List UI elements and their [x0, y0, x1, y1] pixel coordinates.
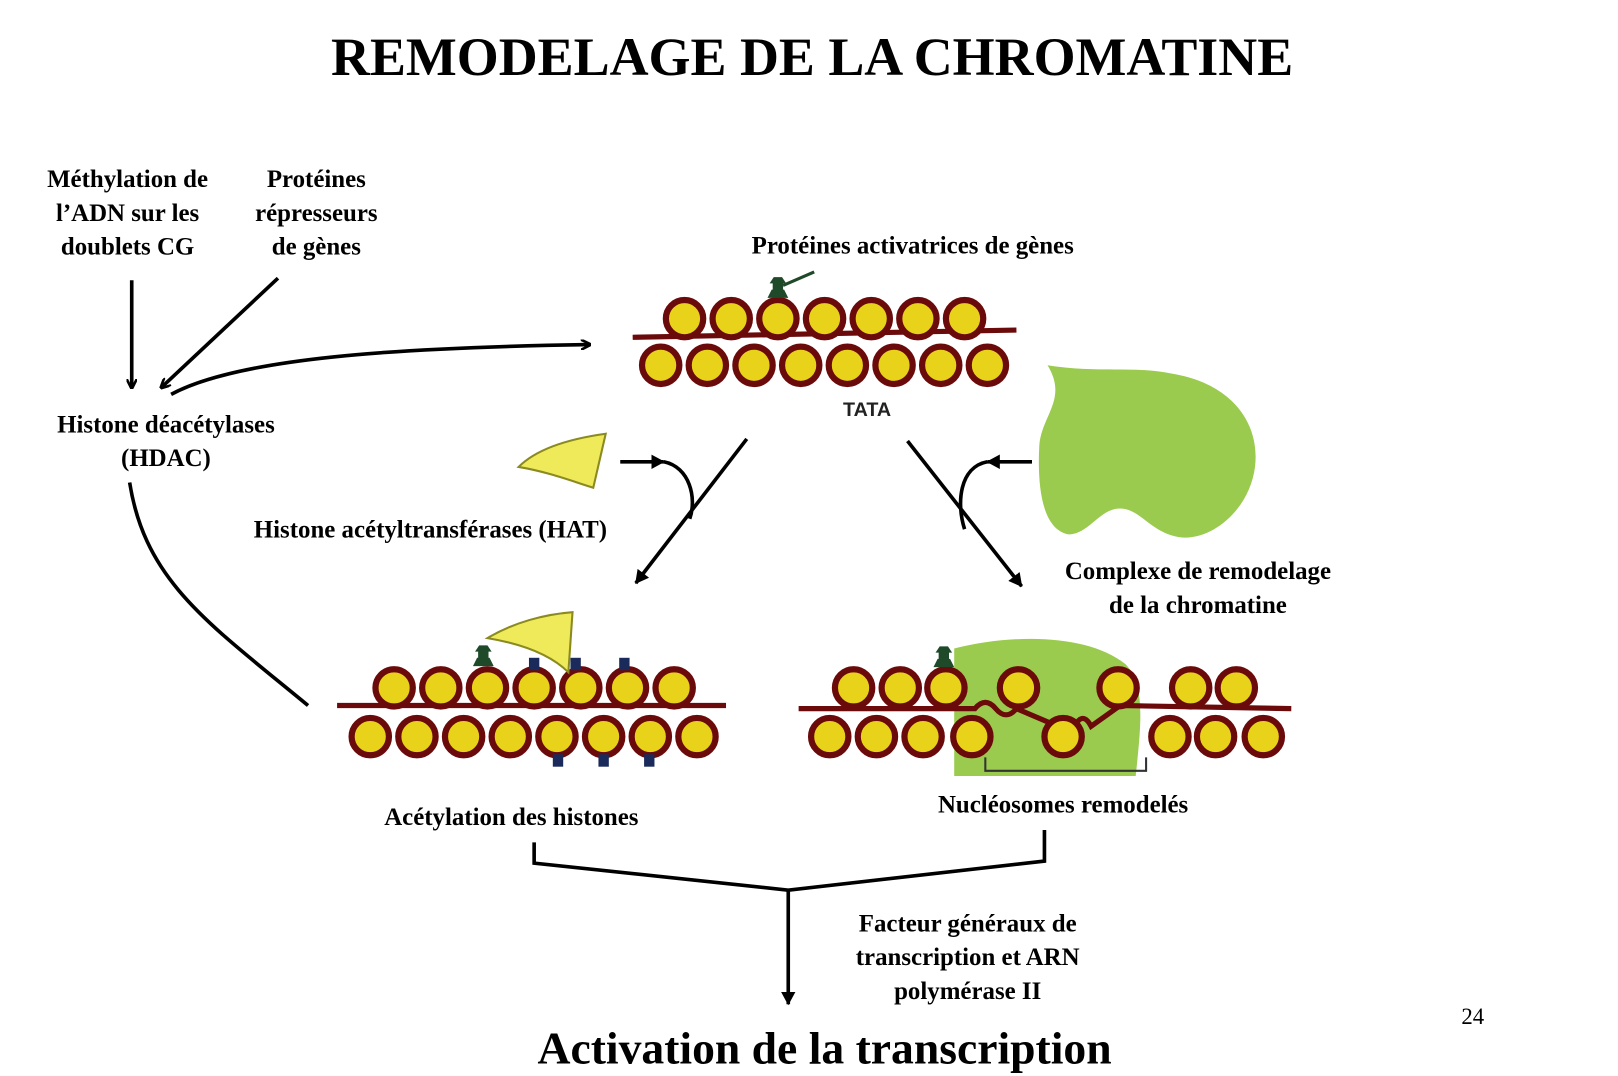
- condensed-chromatin: [632, 270, 1017, 388]
- acetyl-group: [598, 754, 609, 767]
- nucleosome: [849, 296, 894, 341]
- acetyl-group: [528, 657, 540, 671]
- nucleosome: [662, 296, 707, 341]
- nucleosome: [348, 714, 393, 759]
- tata-label: TATA: [843, 399, 891, 421]
- hdac-to-acetylation-line: [127, 482, 310, 707]
- methylation-line-3: doublets CG: [61, 233, 194, 260]
- nucleosome: [441, 714, 486, 759]
- nucleosome: [372, 666, 416, 710]
- nucleosome: [854, 714, 899, 759]
- factors-line-3: polymérase II: [894, 978, 1041, 1005]
- activator-tail: [782, 270, 815, 287]
- nucleosome: [709, 296, 753, 341]
- activator-protein: [767, 277, 789, 298]
- nucleosome: [395, 714, 439, 759]
- hdac-to-chromatin-arrow: [170, 345, 589, 396]
- hat-arrow-curve: [663, 459, 695, 520]
- hdac-label-line-1: Histone déacétylases: [57, 412, 275, 439]
- nucleosome: [685, 343, 730, 388]
- remodeling-complex-bound: [954, 638, 1141, 777]
- hat-enzyme-bound: [484, 611, 574, 675]
- convergence-bracket: [532, 829, 1047, 892]
- nucleosome: [996, 666, 1041, 710]
- nucleosome: [1041, 714, 1085, 759]
- page-title: REMODELAGE DE LA CHROMATINE: [331, 27, 1293, 87]
- nucleosome: [1214, 666, 1259, 710]
- repressors-line-1: Protéines: [267, 166, 366, 193]
- activator-protein: [933, 646, 955, 668]
- nucleosome: [559, 666, 603, 710]
- acetylation-pathway-arrow: [634, 437, 749, 585]
- nucleosome: [756, 296, 800, 341]
- nucleosome: [942, 296, 987, 341]
- hat-label: Histone acétyltransférases (HAT): [254, 516, 607, 543]
- complex-label-line-2: de la chromatine: [1109, 592, 1287, 619]
- nucleosome: [1096, 666, 1140, 710]
- nucleosome: [807, 714, 852, 759]
- nucleosome: [950, 714, 994, 759]
- hdac-label-line-2: (HDAC): [121, 445, 211, 472]
- nucleosome: [1241, 714, 1286, 759]
- nucleosome: [901, 714, 945, 759]
- methylation-line-2: l’ADN sur les: [56, 200, 200, 227]
- nucleosome: [825, 343, 870, 388]
- acetylation-label: Acétylation des histones: [384, 804, 639, 831]
- nucleosome: [638, 343, 683, 388]
- acetyl-group: [619, 657, 630, 671]
- nucleosome: [605, 666, 650, 710]
- methylation-label: Méthylation de l’ADN sur les doublets CG: [47, 166, 208, 260]
- acetyl-group: [570, 657, 581, 671]
- nucleosome: [1168, 666, 1213, 710]
- acetyl-group: [644, 754, 655, 767]
- nucleosome: [419, 666, 463, 710]
- nucleosome: [924, 666, 968, 710]
- nucleosome: [675, 714, 719, 759]
- nucleosome: [778, 343, 823, 388]
- nucleosome: [465, 666, 510, 710]
- remodeling-pathway-arrow: [906, 439, 1024, 588]
- hat-enzyme-shape: [516, 432, 608, 490]
- nucleosome: [1148, 714, 1192, 759]
- nucleosome: [581, 714, 626, 759]
- nucleosome: [512, 666, 556, 710]
- repressors-line-2: répresseurs: [255, 200, 378, 227]
- complex-arrow-curve: [958, 459, 988, 530]
- nucleosome: [802, 296, 847, 341]
- result-label: Activation de la transcription: [538, 1022, 1112, 1073]
- nucleosome: [1193, 714, 1238, 759]
- methylation-line-1: Méthylation de: [47, 166, 208, 193]
- remodeled-chromatin: [798, 646, 1292, 759]
- remodeling-complex-shape: [1038, 365, 1256, 538]
- page-number: 24: [1461, 1004, 1484, 1029]
- nucleosome: [732, 343, 776, 388]
- complex-label-line-1: Complexe de remodelage: [1065, 558, 1331, 585]
- nucleosome: [628, 714, 673, 759]
- repressors-line-3: de gènes: [272, 233, 361, 260]
- activators-label: Protéines activatrices de gènes: [752, 232, 1074, 259]
- factors-line-2: transcription et ARN: [856, 944, 1080, 971]
- remodeled-region-bracket: [984, 757, 1148, 772]
- nucleosome: [488, 714, 533, 759]
- nucleosome: [878, 666, 923, 710]
- repressors-label: Protéines répresseurs de gènes: [255, 166, 378, 260]
- factors-line-1: Facteur généraux de: [859, 911, 1077, 938]
- nucleosome: [652, 666, 696, 710]
- nucleosome: [831, 666, 876, 710]
- nucleosome: [918, 343, 963, 388]
- activator-protein: [472, 645, 494, 667]
- repressors-arrow: [162, 276, 280, 387]
- nucleosome: [872, 343, 916, 388]
- nucleosome: [896, 296, 940, 341]
- nucleosome: [965, 343, 1010, 388]
- remodeled-label: Nucléosomes remodelés: [938, 791, 1189, 818]
- acetyl-group: [552, 754, 564, 767]
- nucleosome: [535, 714, 579, 759]
- acetylated-chromatin: [337, 611, 727, 767]
